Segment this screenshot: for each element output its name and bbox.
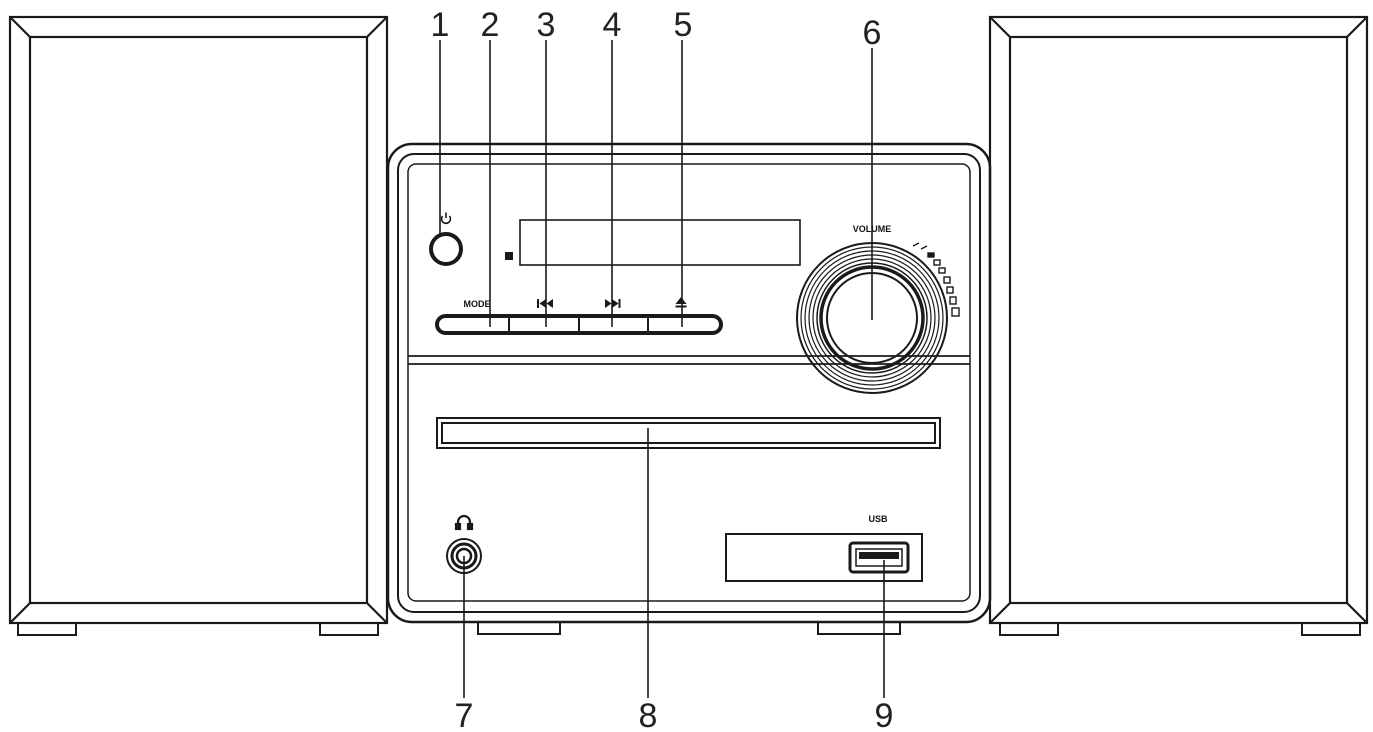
ir-sensor: [505, 252, 513, 260]
skip-previous-icon: [537, 299, 553, 308]
callout-3: 3: [537, 6, 556, 44]
right-speaker: [988, 15, 1369, 625]
left-speaker: [8, 15, 389, 625]
right-speaker-foot-right: [1301, 622, 1361, 636]
previous-button[interactable]: [510, 318, 578, 331]
power-icon: [440, 212, 452, 225]
callout-8: 8: [639, 697, 658, 732]
power-button[interactable]: [429, 232, 463, 266]
main-unit-foot-left: [477, 621, 561, 635]
callout-9: 9: [875, 697, 894, 732]
mode-label: MODE: [464, 299, 491, 309]
left-speaker-foot-right: [319, 622, 379, 636]
main-unit: [386, 142, 992, 624]
main-unit-foot-right: [817, 621, 901, 635]
right-speaker-foot-left: [999, 622, 1059, 636]
mode-button[interactable]: [440, 318, 508, 331]
callout-2: 2: [481, 6, 500, 44]
usb-port[interactable]: [848, 541, 910, 574]
button-bar: [435, 314, 723, 335]
usb-label: USB: [868, 514, 888, 524]
eject-button[interactable]: [649, 318, 718, 331]
next-button[interactable]: [580, 318, 647, 331]
leader-lines: [439, 40, 885, 698]
display-window: [519, 219, 801, 266]
left-speaker-foot-left: [17, 622, 77, 636]
eject-icon: [675, 297, 687, 308]
skip-next-icon: [605, 299, 621, 308]
callout-5: 5: [674, 6, 693, 44]
volume-scale: [912, 242, 960, 317]
headphones-icon: [454, 514, 474, 531]
callout-4: 4: [603, 6, 622, 44]
usb-panel: [725, 533, 923, 582]
callout-1: 1: [431, 6, 450, 44]
callout-6: 6: [863, 14, 882, 52]
callout-7: 7: [455, 697, 474, 732]
disc-slot[interactable]: [436, 417, 941, 449]
